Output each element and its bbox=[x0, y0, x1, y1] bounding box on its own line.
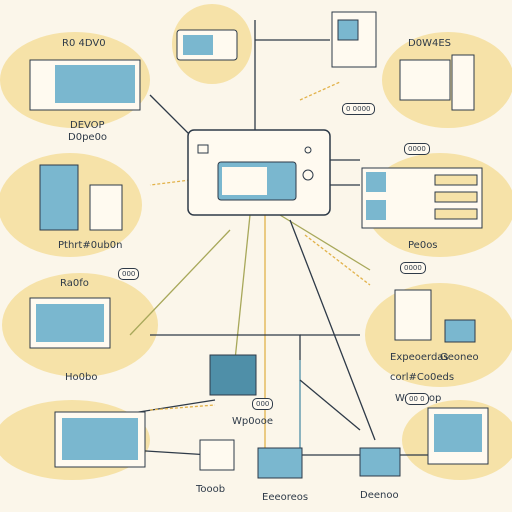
label-left-bottom: Ho0bo bbox=[65, 372, 98, 383]
link-dashed-gold-b bbox=[149, 404, 216, 411]
link-bottom bbox=[119, 399, 430, 456]
left-mid-towers bbox=[39, 164, 123, 231]
chip-f: 00 0 bbox=[405, 393, 429, 405]
left-lower-laptop bbox=[29, 297, 111, 349]
bottom-left-monitor bbox=[54, 411, 146, 468]
link-center-down-c bbox=[279, 214, 371, 271]
label-bottom-left: Tooob bbox=[196, 484, 226, 495]
link-dashed-gold-c bbox=[304, 234, 371, 286]
link-center-left bbox=[149, 179, 191, 186]
link-center-right bbox=[330, 159, 360, 186]
label-right-lower-c: corl#Co0eds bbox=[390, 372, 455, 383]
link-center-down-a bbox=[234, 214, 251, 361]
chip-e: 000 bbox=[252, 398, 274, 410]
center-servers bbox=[199, 354, 401, 479]
label-top-right: D0W4ES bbox=[408, 38, 451, 49]
chip-c: 000 bbox=[118, 268, 140, 280]
label-center-small: Wp0ooe bbox=[232, 416, 273, 427]
chip-a: 0 0000 bbox=[342, 103, 375, 115]
link-center-down-d bbox=[289, 219, 376, 441]
bottom-right-monitor bbox=[427, 407, 489, 465]
label-left-two: D0pe0o bbox=[68, 132, 108, 143]
label-top-left: R0 4DV0 bbox=[62, 38, 106, 49]
label-left-one: DEVOP bbox=[70, 120, 105, 131]
label-bottom-mid: Eeeoreos bbox=[262, 492, 309, 503]
right-mid-servers bbox=[361, 167, 483, 229]
central-hub bbox=[187, 129, 331, 216]
chip-b: 0000 bbox=[404, 143, 430, 155]
label-right-lower-b: Geoneo bbox=[440, 352, 479, 363]
label-right-mid: Pe0os bbox=[408, 240, 438, 251]
chip-d: 0000 bbox=[400, 262, 426, 274]
label-left-mid: Pthrt#0ub0n bbox=[58, 240, 123, 251]
link-right-lower-2 bbox=[299, 379, 361, 431]
top-monitor bbox=[176, 29, 238, 61]
right-lower-devices bbox=[394, 289, 476, 343]
link-top-left bbox=[149, 94, 191, 136]
label-bottom-right: Deenoo bbox=[360, 490, 399, 501]
label-right-lower-a: Expeoerdas bbox=[390, 352, 449, 363]
label-left-lower: Ra0fo bbox=[60, 278, 89, 289]
top-right-devices bbox=[331, 11, 475, 111]
link-dashed-gold-a bbox=[299, 81, 341, 101]
link-center-left-lower bbox=[129, 229, 231, 336]
left-top-monitor bbox=[29, 59, 141, 111]
